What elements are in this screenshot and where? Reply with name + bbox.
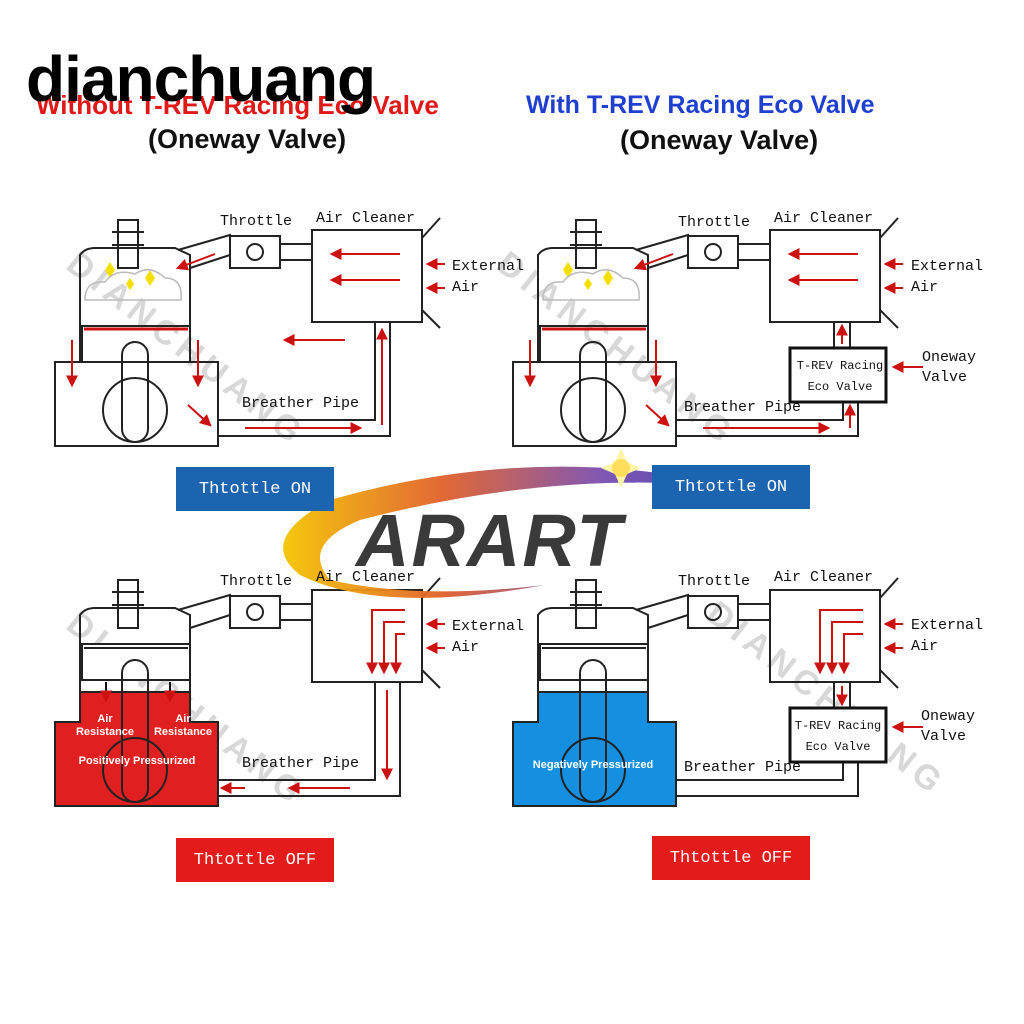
positively-pressurized-label: Positively Pressurized xyxy=(78,755,196,767)
panel-throttle-off-without-valve xyxy=(54,577,445,807)
air-cleaner-label: Air Cleaner xyxy=(316,569,416,586)
air-resistance-label: Air Resistance xyxy=(153,713,213,738)
panel-throttle-off-with-valve xyxy=(512,577,923,807)
subtitle-right: (Oneway Valve) xyxy=(620,125,819,155)
title-without-valve: Without T-REV Racing Eco Valve xyxy=(36,90,439,120)
external-label: External xyxy=(911,258,984,275)
title-with-valve: With T-REV Racing Eco Valve xyxy=(526,91,875,119)
throttle-off-badge: Thtottle OFF xyxy=(176,838,334,882)
breather-pipe-label: Breather Pipe xyxy=(684,759,802,776)
throttle-on-badge: Thtottle ON xyxy=(652,465,810,509)
air-label: Air xyxy=(452,639,480,656)
throttle-label: Throttle xyxy=(678,214,751,231)
throttle-on-badge: Thtottle ON xyxy=(176,467,334,511)
throttle-label: Throttle xyxy=(220,573,293,590)
brand-watermark: dianchuang xyxy=(26,43,376,115)
oneway-label: Oneway xyxy=(922,349,977,366)
trev-valve-label: T-REV Racing xyxy=(796,359,884,373)
external-label: External xyxy=(911,617,984,634)
air-cleaner-label: Air Cleaner xyxy=(316,210,416,227)
external-label: External xyxy=(452,618,525,635)
trev-valve-label-2: Eco Valve xyxy=(807,380,873,394)
subtitle-left: (Oneway Valve) xyxy=(148,124,347,154)
trev-valve-label-2: Eco Valve xyxy=(805,740,871,754)
panel-throttle-on-without-valve xyxy=(54,217,445,447)
air-resistance-label: Air Resistance xyxy=(75,713,135,738)
air-label: Air xyxy=(911,638,939,655)
breather-pipe-label: Breather Pipe xyxy=(684,399,802,416)
negatively-pressurized-label: Negatively Pressurized xyxy=(532,759,654,771)
air-label: Air xyxy=(452,279,480,296)
valve-label: Valve xyxy=(921,728,967,745)
air-label: Air xyxy=(911,279,939,296)
panel-throttle-on-with-valve xyxy=(512,217,923,447)
breather-pipe-label: Breather Pipe xyxy=(242,395,360,412)
oneway-label: Oneway xyxy=(921,708,976,725)
external-label: External xyxy=(452,258,525,275)
air-cleaner-label: Air Cleaner xyxy=(774,210,874,227)
valve-label: Valve xyxy=(922,369,968,386)
air-cleaner-label: Air Cleaner xyxy=(774,569,874,586)
throttle-off-badge: Thtottle OFF xyxy=(652,836,810,880)
throttle-label: Throttle xyxy=(678,573,751,590)
throttle-label: Throttle xyxy=(220,213,293,230)
logo-swoosh xyxy=(283,448,740,598)
brand-logo: ARART xyxy=(356,499,624,582)
breather-pipe-label: Breather Pipe xyxy=(242,755,360,772)
trev-valve-label: T-REV Racing xyxy=(794,719,882,733)
